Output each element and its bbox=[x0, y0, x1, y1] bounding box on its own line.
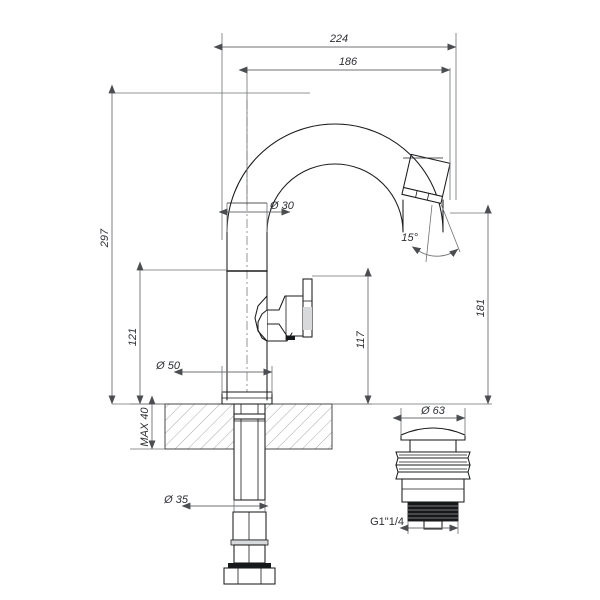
dim-label-outlet-height: 181 bbox=[475, 299, 487, 317]
dimline-angle-arc bbox=[411, 246, 459, 258]
dim-label-shank-diameter: Ø 35 bbox=[163, 494, 189, 506]
dim-label-body-height: 121 bbox=[127, 328, 139, 346]
dim-label-deck-thickness: MAX 40 bbox=[139, 407, 151, 447]
spout-outlet-housing bbox=[401, 153, 451, 204]
dim-label-overall-reach: 224 bbox=[329, 33, 348, 45]
pop-up-waste-drain: Ø 63 G1"1/4 bbox=[370, 405, 471, 534]
drain-body-barrel bbox=[401, 478, 465, 503]
drain-cap-neck bbox=[409, 439, 457, 453]
dim-label-inner-reach: 186 bbox=[339, 56, 358, 68]
dim-label-base-diameter: Ø 50 bbox=[155, 360, 181, 372]
dim-label-angle: 15° bbox=[401, 232, 418, 244]
base-escutcheon bbox=[221, 391, 273, 405]
spout-inner-profile bbox=[266, 163, 404, 401]
dim-label-handle-height: 117 bbox=[355, 330, 367, 348]
drain-cap-dome bbox=[400, 427, 466, 441]
dimension-annotations: 224 186 297 121 Ø 30 Ø 50 bbox=[99, 33, 492, 512]
dim-label-overall-height: 297 bbox=[99, 228, 111, 248]
basin-mixer-elevation bbox=[164, 100, 451, 585]
handle-lever bbox=[254, 278, 313, 342]
supply-connection-fitting bbox=[223, 511, 276, 585]
drain-cap-top-curve bbox=[400, 427, 466, 436]
ext-angle-tilted bbox=[440, 203, 461, 253]
angle-annotation-15deg: 15° bbox=[401, 203, 461, 263]
drain-fin-stack bbox=[395, 451, 471, 480]
drain-threaded-section bbox=[407, 501, 459, 522]
dim-label-drain-thread: G1"1/4 bbox=[370, 516, 404, 528]
dim-label-drain-cap-diameter: Ø 63 bbox=[420, 405, 446, 417]
spout-outer-profile bbox=[226, 123, 444, 401]
countertop-deck bbox=[164, 403, 333, 450]
mounting-shank bbox=[233, 403, 266, 501]
ext-angle-vertical bbox=[425, 204, 433, 263]
dim-label-spout-diameter: Ø 30 bbox=[269, 200, 295, 212]
